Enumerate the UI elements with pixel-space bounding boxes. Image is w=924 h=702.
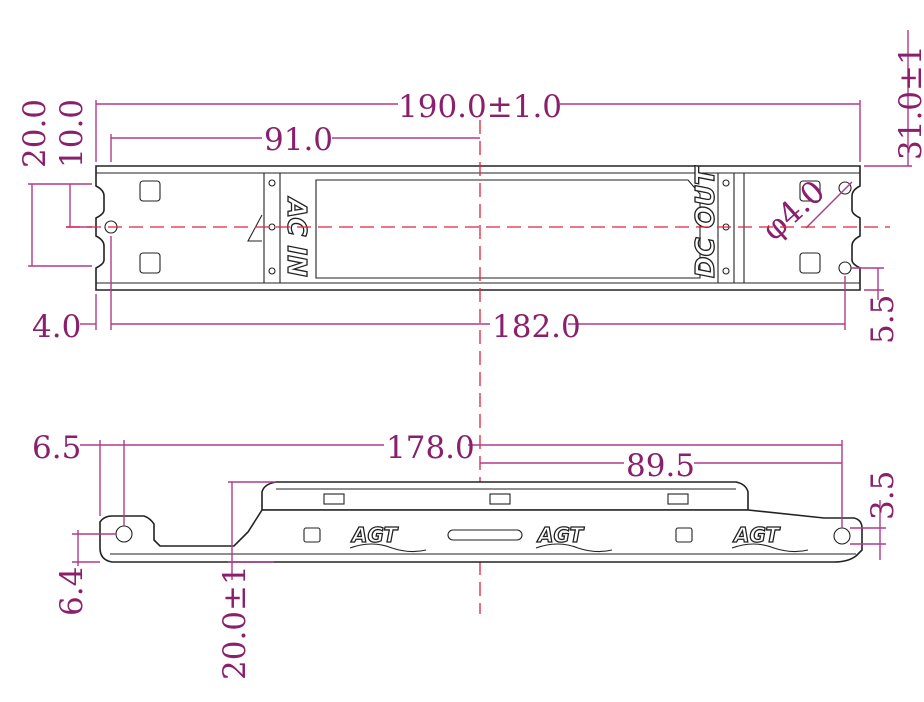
dim-edge-offset: 4.0 <box>32 309 81 345</box>
dim-flange-offset: 6.5 <box>32 430 81 466</box>
left-square-bottom <box>139 252 161 274</box>
input-label: AC IN <box>281 196 311 277</box>
svg-text:AGT: AGT <box>350 523 399 547</box>
dim-overall-length: 190.0±1.0 <box>398 89 562 125</box>
dim-center-offset: 91.0 <box>264 122 333 158</box>
side-slot <box>447 529 523 541</box>
brand-logo-2: AGT <box>535 522 613 553</box>
dim-width-tolerance: 31.0±1 <box>893 45 924 160</box>
dim-mount-spacing: 182.0 <box>492 309 581 345</box>
side-dimensions: 178.0 89.5 6.5 3.5 6.4 20.0±1 <box>32 430 901 680</box>
dim-side-length: 178.0 <box>386 430 475 466</box>
label-window <box>315 179 701 279</box>
dim-hole-height: 3.5 <box>865 471 901 520</box>
dim-side-half-length: 89.5 <box>626 448 695 484</box>
left-square-top <box>139 180 161 202</box>
dim-base-offset: 6.4 <box>54 567 90 616</box>
side-view: AGT AGT AGT <box>99 481 863 563</box>
dim-hole-offset: 5.5 <box>865 295 901 344</box>
right-square-top <box>799 180 821 202</box>
brand-logo-3: AGT <box>731 522 809 553</box>
right-mount-hole-top <box>838 181 852 195</box>
dim-height-total: 20.0 <box>17 99 53 168</box>
brand-logo-1: AGT <box>349 522 427 553</box>
svg-text:AGT: AGT <box>536 523 585 547</box>
dim-height-half: 10.0 <box>54 99 90 168</box>
top-dimensions: 190.0±1.0 91.0 182.0 4.0 20.0 10.0 31.0±… <box>17 30 924 345</box>
output-label: DC OUT <box>691 165 721 278</box>
side-chassis <box>99 509 863 563</box>
side-cover <box>261 481 749 511</box>
top-view: AC IN DC OUT <box>95 164 861 291</box>
top-body-outline <box>95 165 861 291</box>
dim-side-height: 20.0±1 <box>217 565 253 680</box>
svg-text:AGT: AGT <box>732 523 781 547</box>
right-square-bottom <box>799 252 821 274</box>
